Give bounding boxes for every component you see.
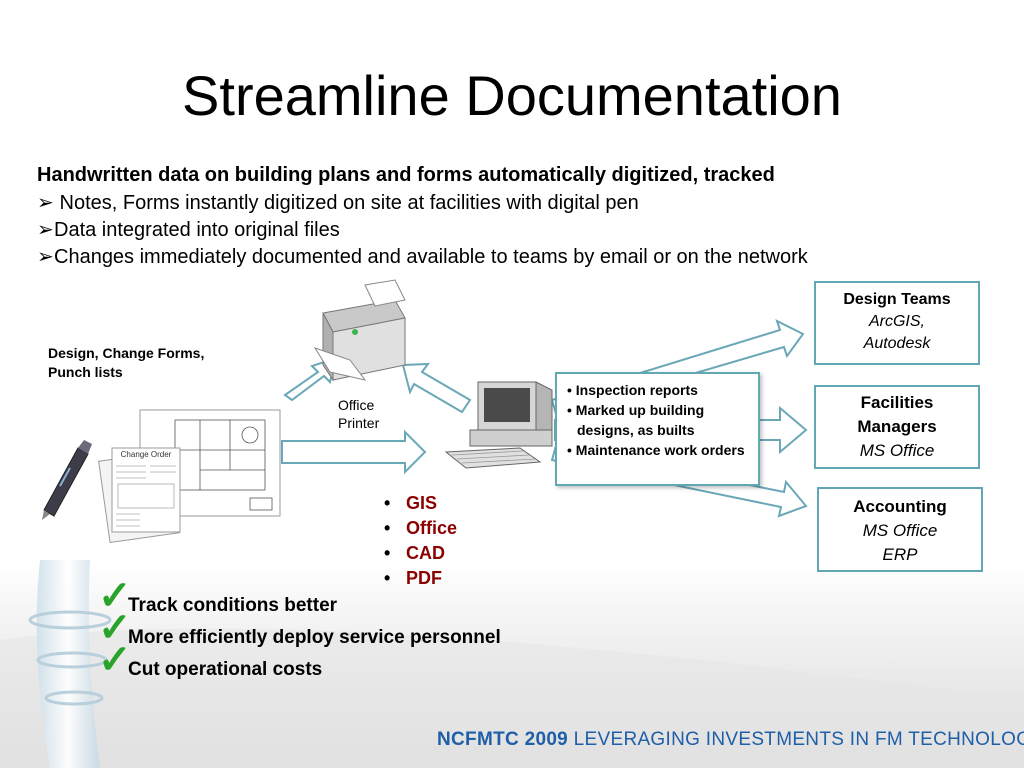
box-title: Design Teams: [843, 291, 951, 308]
bullet-item: ➢Data integrated into original files: [37, 217, 808, 244]
page-title: Streamline Documentation: [182, 64, 842, 127]
printer-icon: [313, 279, 406, 382]
arrow-bullet-icon: ➢: [37, 246, 54, 268]
change-order-form-image: [98, 447, 181, 544]
digital-pen-icon: [42, 440, 92, 520]
arrow-computer-to-printer: [401, 362, 472, 414]
benefit-item: ✓Track conditions better: [98, 574, 338, 618]
captured-data-box: • Inspection reports • Marked up buildin…: [555, 372, 760, 486]
box-title: Accounting: [853, 497, 947, 516]
printer-label: Office Printer: [338, 397, 380, 431]
footer: NCFMTC 2009 LEVERAGING INVESTMENTS IN FM…: [437, 729, 1024, 751]
list-item: Office: [384, 516, 457, 541]
checkmark-icon: ✓: [98, 574, 132, 618]
accounting-box: Accounting MS Office ERP: [817, 487, 983, 572]
footer-tagline: LEVERAGING INVESTMENTS IN FM TECHNOLOGY: [573, 729, 1024, 750]
benefit-item: ✓Cut operational costs: [98, 638, 323, 682]
footer-brand: NCFMTC 2009: [437, 729, 569, 750]
list-item: CAD: [384, 541, 457, 566]
change-order-title: Change Order: [120, 450, 172, 459]
arrow-forms-to-computer: [281, 429, 427, 475]
checkmark-icon: ✓: [98, 606, 132, 650]
formats-list: GIS Office CAD PDF: [384, 491, 457, 591]
list-item: PDF: [384, 566, 457, 591]
list-item: • Maintenance work orders: [567, 442, 745, 458]
bullet-list: ➢ Notes, Forms instantly digitized on si…: [37, 190, 808, 271]
design-teams-box: Design Teams ArcGIS, Autodesk: [814, 281, 980, 365]
list-item: • Inspection reports: [567, 382, 698, 398]
list-item: GIS: [384, 491, 457, 516]
arrow-bullet-icon: ➢: [37, 192, 54, 214]
arrow-bullet-icon: ➢: [37, 219, 54, 241]
benefits-list: ✓Track conditions better ✓More efficient…: [98, 574, 501, 686]
box-title: Facilities Managers: [857, 393, 937, 436]
benefit-item: ✓More efficiently deploy service personn…: [98, 606, 501, 650]
computer-icon: [444, 381, 553, 469]
forms-label: Design, Change Forms, Punch lists: [48, 345, 205, 380]
facilities-managers-box: Facilities Managers MS Office: [814, 385, 980, 469]
bullet-item: ➢ Notes, Forms instantly digitized on si…: [37, 190, 808, 217]
checkmark-icon: ✓: [98, 638, 132, 682]
list-item: • Marked up building designs, as builts: [567, 402, 705, 438]
bullet-item: ➢Changes immediately documented and avai…: [37, 244, 808, 271]
subheading: Handwritten data on building plans and f…: [37, 164, 775, 186]
